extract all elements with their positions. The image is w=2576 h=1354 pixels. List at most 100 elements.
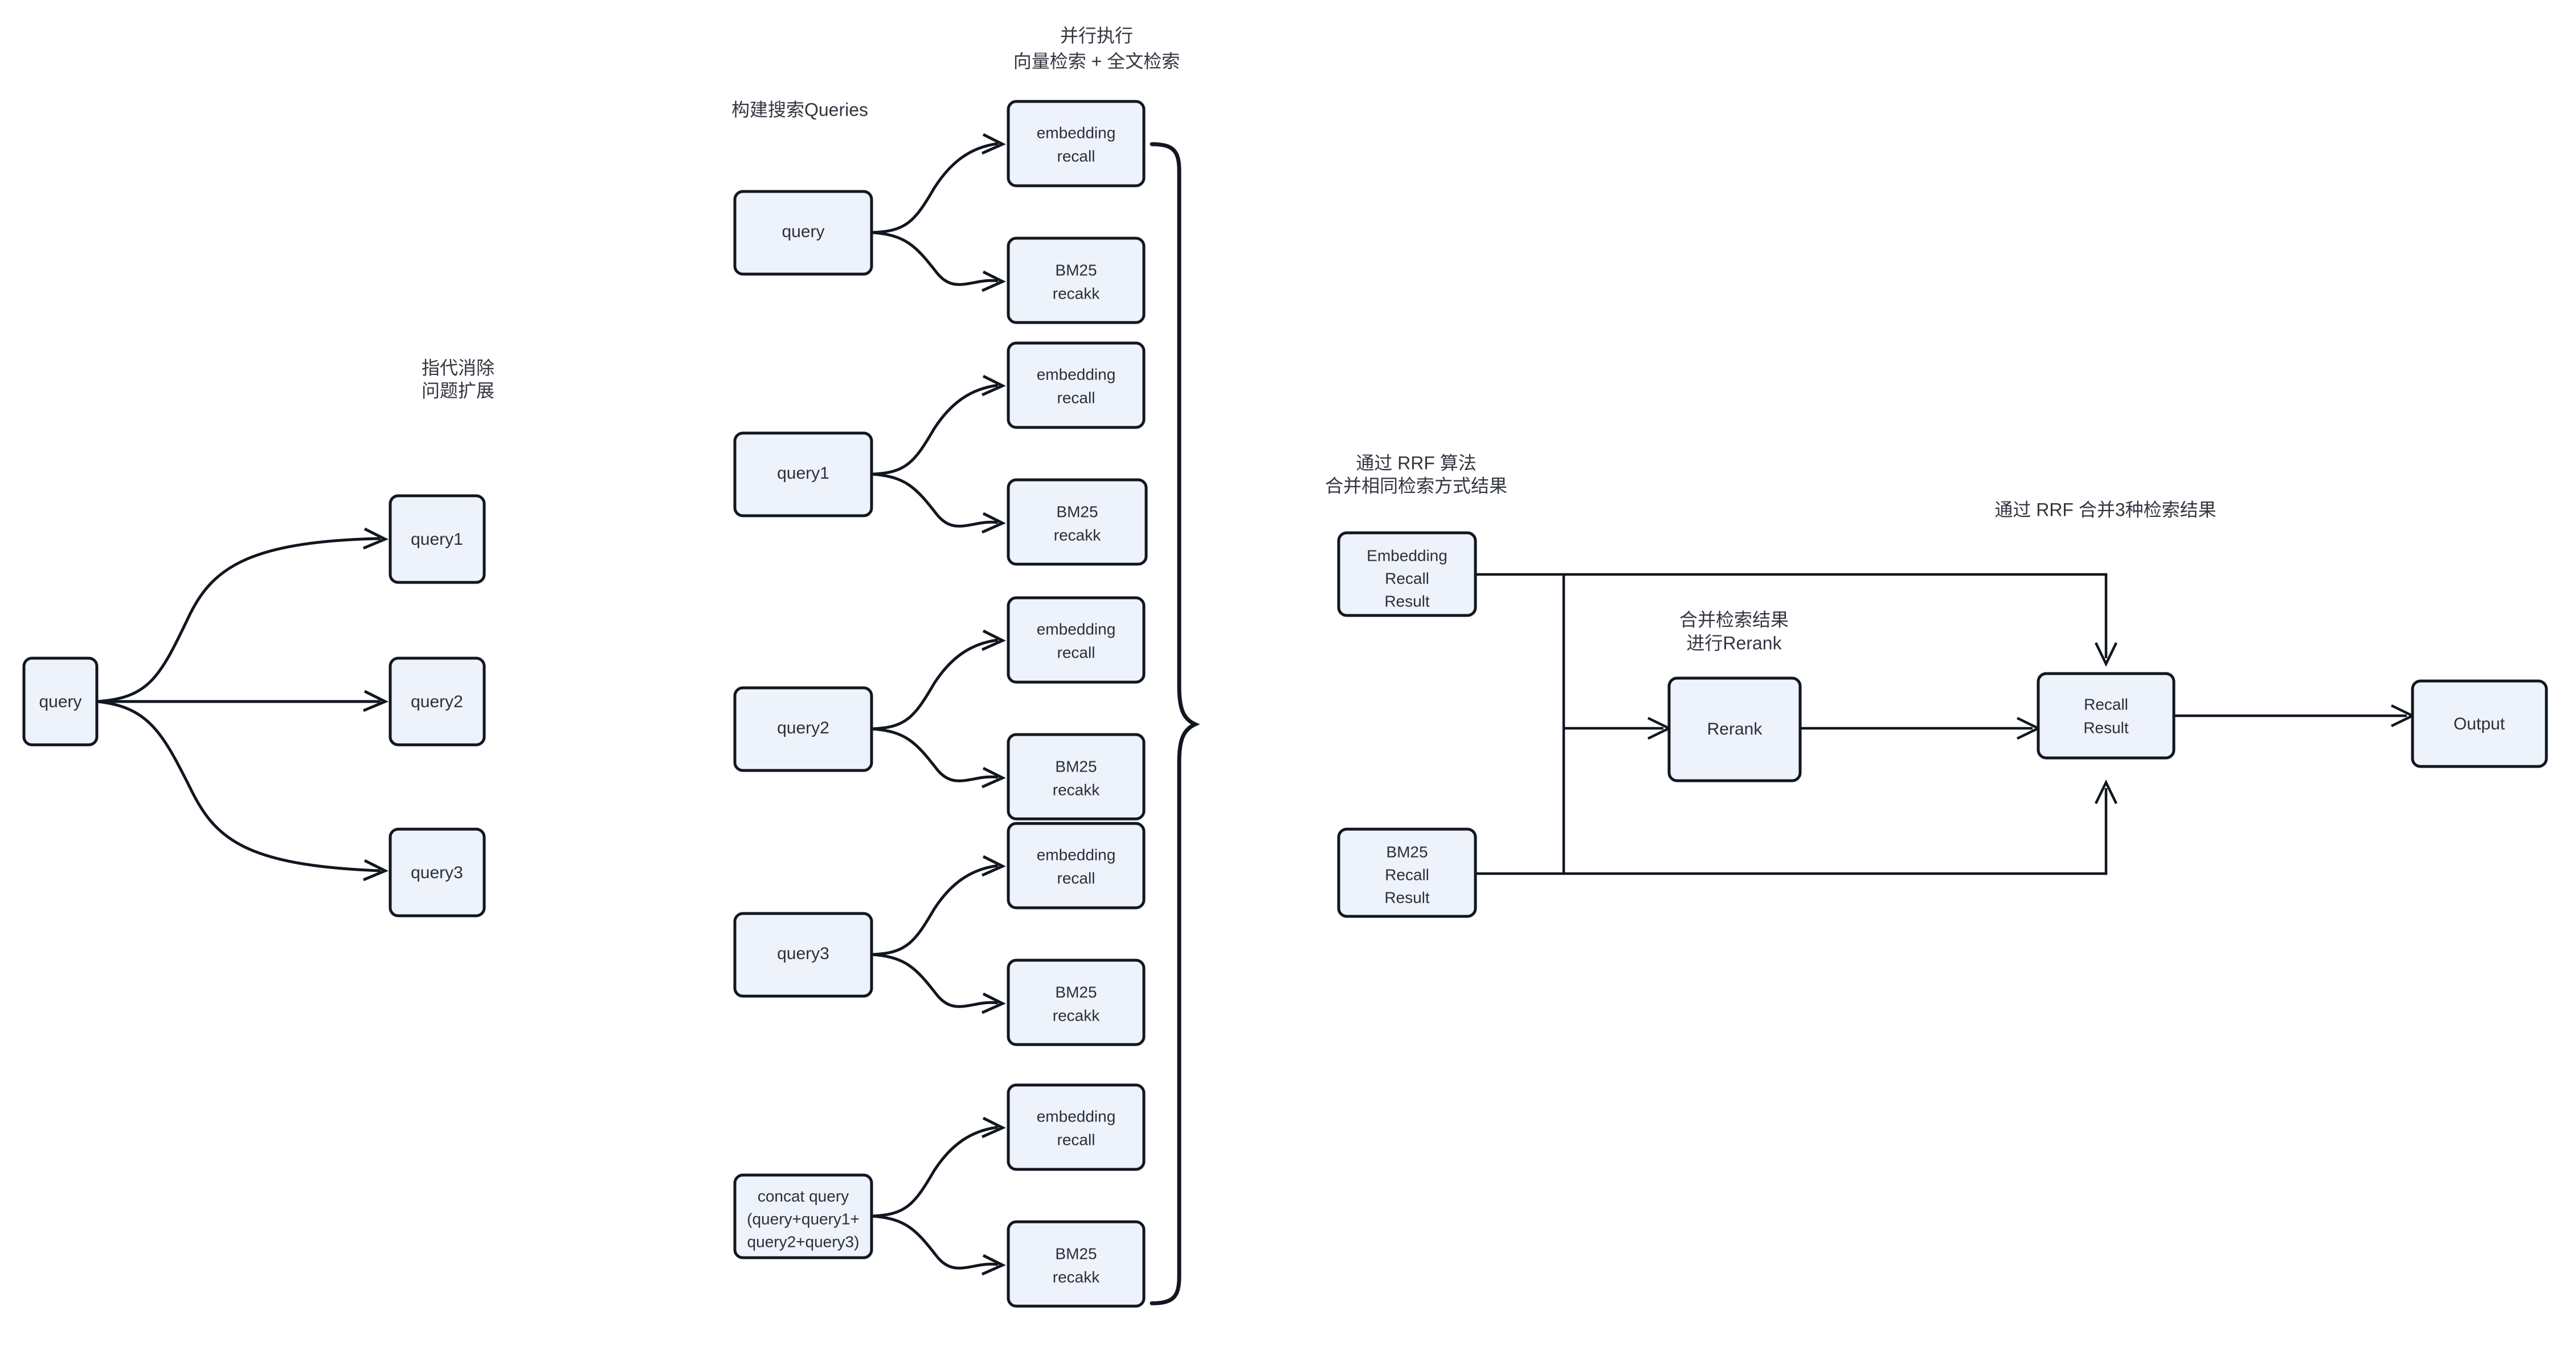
node-query-source[interactable]: query bbox=[22, 656, 99, 747]
node-sq-query[interactable]: query bbox=[733, 190, 873, 276]
node-bm25-recall-2-line1: BM25 bbox=[1056, 503, 1098, 520]
node-query3[interactable]: query3 bbox=[389, 827, 486, 917]
node-emb-recall-5-line2: recall bbox=[1057, 1131, 1095, 1148]
node-query1[interactable]: query1 bbox=[389, 494, 486, 584]
anno-build-queries-line1: 构建搜索Queries bbox=[731, 99, 868, 120]
stage-merge: 通过 RRF 算法 合并相同检索方式结果 合并检索结果 进行Rerank 通过 … bbox=[1325, 452, 2548, 918]
node-emb-recall-4-line2: recall bbox=[1057, 869, 1095, 887]
edge-bm25-result-to-recall-result bbox=[1475, 788, 2108, 875]
node-emb-recall-4[interactable]: embedding recall bbox=[1007, 822, 1146, 910]
arrowhead-emb-5 bbox=[981, 1116, 1006, 1139]
group-query: query embedding recall BM25 recakk bbox=[733, 100, 1146, 324]
group-query2: query2 embedding recall BM25 recakk bbox=[733, 596, 1146, 821]
anno-query-expansion-line2: 问题扩展 bbox=[422, 380, 494, 401]
arrowhead-bm25-1 bbox=[981, 270, 1006, 292]
node-embedding-recall-result-line3: Result bbox=[1384, 592, 1430, 610]
node-emb-recall-1[interactable]: embedding recall bbox=[1007, 100, 1146, 187]
edge-query2-to-bm25 bbox=[871, 727, 999, 782]
arrowhead-query2 bbox=[363, 690, 389, 712]
node-sq-query2[interactable]: query2 bbox=[733, 686, 873, 772]
node-emb-recall-5-line1: embedding bbox=[1037, 1107, 1116, 1125]
node-query2-label: query2 bbox=[411, 692, 463, 711]
node-sq-query3[interactable]: query3 bbox=[733, 912, 873, 998]
node-bm25-recall-2-line2: recakk bbox=[1054, 526, 1101, 544]
node-output-label: Output bbox=[2454, 715, 2505, 733]
stage-query-expansion: query query1 query2 query3 bbox=[22, 357, 494, 917]
node-bm25-recall-result-line3: Result bbox=[1384, 888, 1430, 906]
node-emb-recall-2[interactable]: embedding recall bbox=[1007, 341, 1146, 429]
anno-rrf-three-line1: 通过 RRF 合并3种检索结果 bbox=[1994, 499, 2216, 520]
node-rerank-label: Rerank bbox=[1707, 720, 1763, 739]
arrowhead-emb-1 bbox=[981, 133, 1006, 155]
node-query3-label: query3 bbox=[411, 863, 463, 882]
edge-query1-to-bm25 bbox=[871, 472, 999, 528]
node-rerank[interactable]: Rerank bbox=[1667, 676, 1802, 782]
group-query3: query3 embedding recall BM25 recakk bbox=[733, 822, 1146, 1046]
node-query1-label: query1 bbox=[411, 530, 463, 549]
node-sq-query-label: query bbox=[782, 222, 824, 241]
edge-query1-to-emb bbox=[871, 384, 999, 476]
node-output[interactable]: Output bbox=[2411, 679, 2548, 768]
node-bm25-recall-4[interactable]: BM25 recakk bbox=[1007, 959, 1146, 1046]
edge-query-to-query1 bbox=[96, 537, 381, 703]
node-emb-recall-2-line2: recall bbox=[1057, 389, 1095, 406]
node-recall-result-line2: Result bbox=[2083, 719, 2129, 736]
node-recall-result[interactable]: Recall Result bbox=[2037, 672, 2176, 760]
edge-query3-to-bm25 bbox=[871, 953, 999, 1008]
node-bm25-recall-1[interactable]: BM25 recakk bbox=[1007, 236, 1146, 324]
node-bm25-recall-2[interactable]: BM25 recakk bbox=[1007, 478, 1148, 566]
anno-parallel-exec-line2: 向量检索 + 全文检索 bbox=[1013, 51, 1180, 71]
node-bm25-recall-5-line2: recakk bbox=[1053, 1268, 1100, 1286]
node-query2[interactable]: query2 bbox=[389, 656, 486, 747]
edge-query3-to-emb bbox=[871, 864, 999, 956]
stage-search-queries: query embedding recall BM25 recakk bbox=[731, 25, 1200, 1308]
node-emb-recall-5[interactable]: embedding recall bbox=[1007, 1083, 1146, 1171]
node-emb-recall-1-line2: recall bbox=[1057, 147, 1095, 165]
node-emb-recall-4-line1: embedding bbox=[1037, 846, 1116, 863]
node-bm25-recall-4-line1: BM25 bbox=[1055, 983, 1097, 1001]
arrowhead-query3 bbox=[363, 859, 389, 882]
arrowhead-recall-result-bottom bbox=[2094, 779, 2118, 804]
node-emb-recall-2-line1: embedding bbox=[1037, 365, 1116, 383]
node-bm25-recall-3[interactable]: BM25 recakk bbox=[1007, 733, 1146, 821]
anno-merge-rerank-line2: 进行Rerank bbox=[1686, 633, 1782, 653]
node-sq-query1-label: query1 bbox=[777, 464, 829, 483]
anno-merge-rerank-line1: 合并检索结果 bbox=[1679, 609, 1789, 630]
arrowhead-bm25-5 bbox=[981, 1254, 1006, 1276]
arrowhead-emb-3 bbox=[981, 629, 1006, 651]
node-sq-query3-label: query3 bbox=[777, 944, 829, 963]
node-sq-concat-line1: concat query bbox=[758, 1187, 849, 1205]
anno-query-expansion-line1: 指代消除 bbox=[422, 357, 494, 378]
node-bm25-recall-result[interactable]: BM25 Recall Result bbox=[1337, 827, 1477, 918]
anno-parallel-exec-line1: 并行执行 bbox=[1060, 25, 1133, 46]
edge-concat-to-emb bbox=[871, 1125, 999, 1218]
brace-recall-group bbox=[1150, 142, 1200, 1306]
edge-embedding-result-to-recall-result bbox=[1475, 573, 2108, 658]
node-bm25-recall-3-line1: BM25 bbox=[1055, 757, 1097, 775]
node-bm25-recall-result-line2: Recall bbox=[1385, 866, 1429, 883]
node-bm25-recall-5[interactable]: BM25 recakk bbox=[1007, 1220, 1146, 1308]
anno-rrf-same-type-line2: 合并相同检索方式结果 bbox=[1325, 475, 1507, 496]
edge-query-to-bm25-1 bbox=[871, 231, 999, 286]
node-bm25-recall-4-line2: recakk bbox=[1053, 1006, 1100, 1024]
anno-rrf-same-type-line1: 通过 RRF 算法 bbox=[1356, 452, 1477, 473]
edge-concat-to-bm25 bbox=[871, 1214, 999, 1270]
edge-query2-to-emb bbox=[871, 638, 999, 731]
arrowhead-recall-result-top bbox=[2094, 642, 2118, 667]
arrowhead-query1 bbox=[363, 527, 389, 550]
arrowhead-emb-2 bbox=[981, 374, 1006, 397]
node-embedding-recall-result[interactable]: Embedding Recall Result bbox=[1337, 531, 1477, 617]
node-sq-concat[interactable]: concat query (query+query1+ query2+query… bbox=[733, 1173, 873, 1259]
node-bm25-recall-result-line1: BM25 bbox=[1386, 843, 1428, 860]
group-concat: concat query (query+query1+ query2+query… bbox=[733, 1083, 1146, 1308]
arrowhead-bm25-4 bbox=[981, 992, 1006, 1014]
node-emb-recall-3[interactable]: embedding recall bbox=[1007, 596, 1146, 684]
node-sq-query1[interactable]: query1 bbox=[733, 431, 873, 517]
node-sq-query2-label: query2 bbox=[777, 719, 829, 737]
node-bm25-recall-3-line2: recakk bbox=[1053, 781, 1100, 798]
node-embedding-recall-result-line1: Embedding bbox=[1367, 547, 1448, 564]
node-bm25-recall-1-line1: BM25 bbox=[1055, 261, 1097, 279]
arrowhead-emb-4 bbox=[981, 855, 1006, 877]
node-bm25-recall-5-line1: BM25 bbox=[1055, 1245, 1097, 1262]
